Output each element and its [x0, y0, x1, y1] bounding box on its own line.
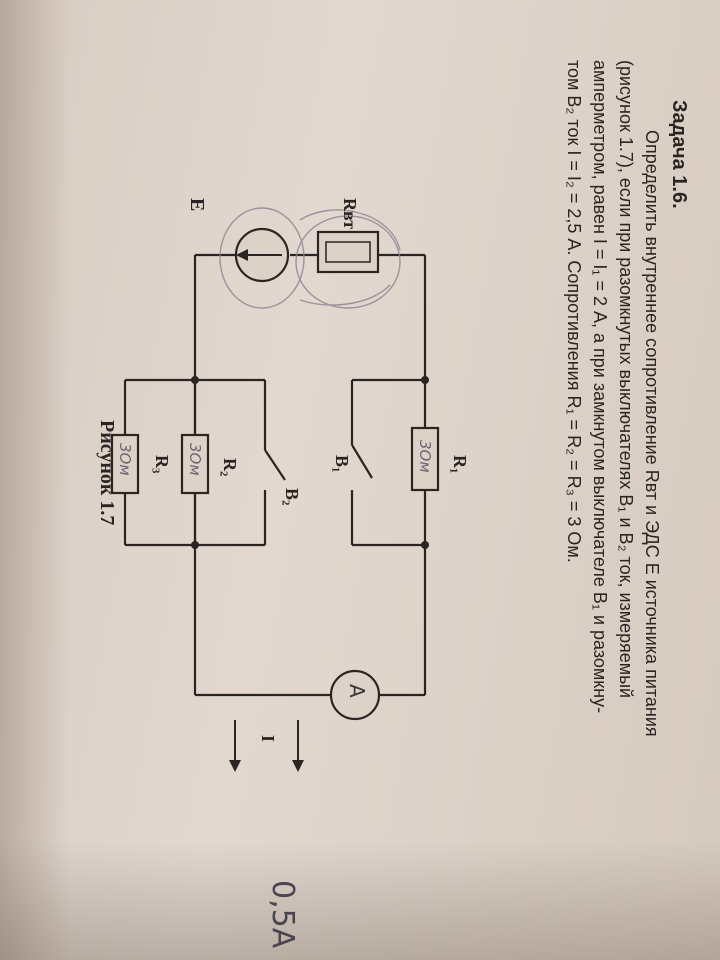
switch-b2-blade	[264, 449, 286, 481]
r3-resistor	[110, 433, 140, 495]
r2-resistor	[180, 433, 210, 495]
ammeter-symbol	[329, 669, 381, 721]
problem-line-3: амперметром, равен I = I₁ = 2 А, а при з…	[590, 60, 610, 714]
node-dot	[421, 376, 429, 384]
source-arrowhead	[236, 249, 248, 261]
problem-heading: Задача 1.6.	[668, 100, 690, 209]
node-dot	[191, 541, 199, 549]
page-shadow-bottom	[0, 840, 720, 960]
pencil-scribble	[219, 207, 401, 309]
rvt-resistor	[316, 230, 380, 274]
switch-b1-blade	[351, 444, 373, 479]
node-dot	[421, 541, 429, 549]
figure-caption: Рисунок 1.7	[96, 420, 118, 526]
problem-line-4: том B₂ ток I = I₂ = 2,5 А. Сопротивления…	[564, 60, 584, 563]
page-shadow	[0, 0, 70, 960]
problem-line-2: (рисунок 1.7), если при разомкнутых выкл…	[616, 60, 636, 699]
r1-resistor	[410, 426, 440, 492]
node-dot	[191, 376, 199, 384]
problem-line-1: Определить внутреннее сопротивление Rвт …	[642, 130, 662, 737]
